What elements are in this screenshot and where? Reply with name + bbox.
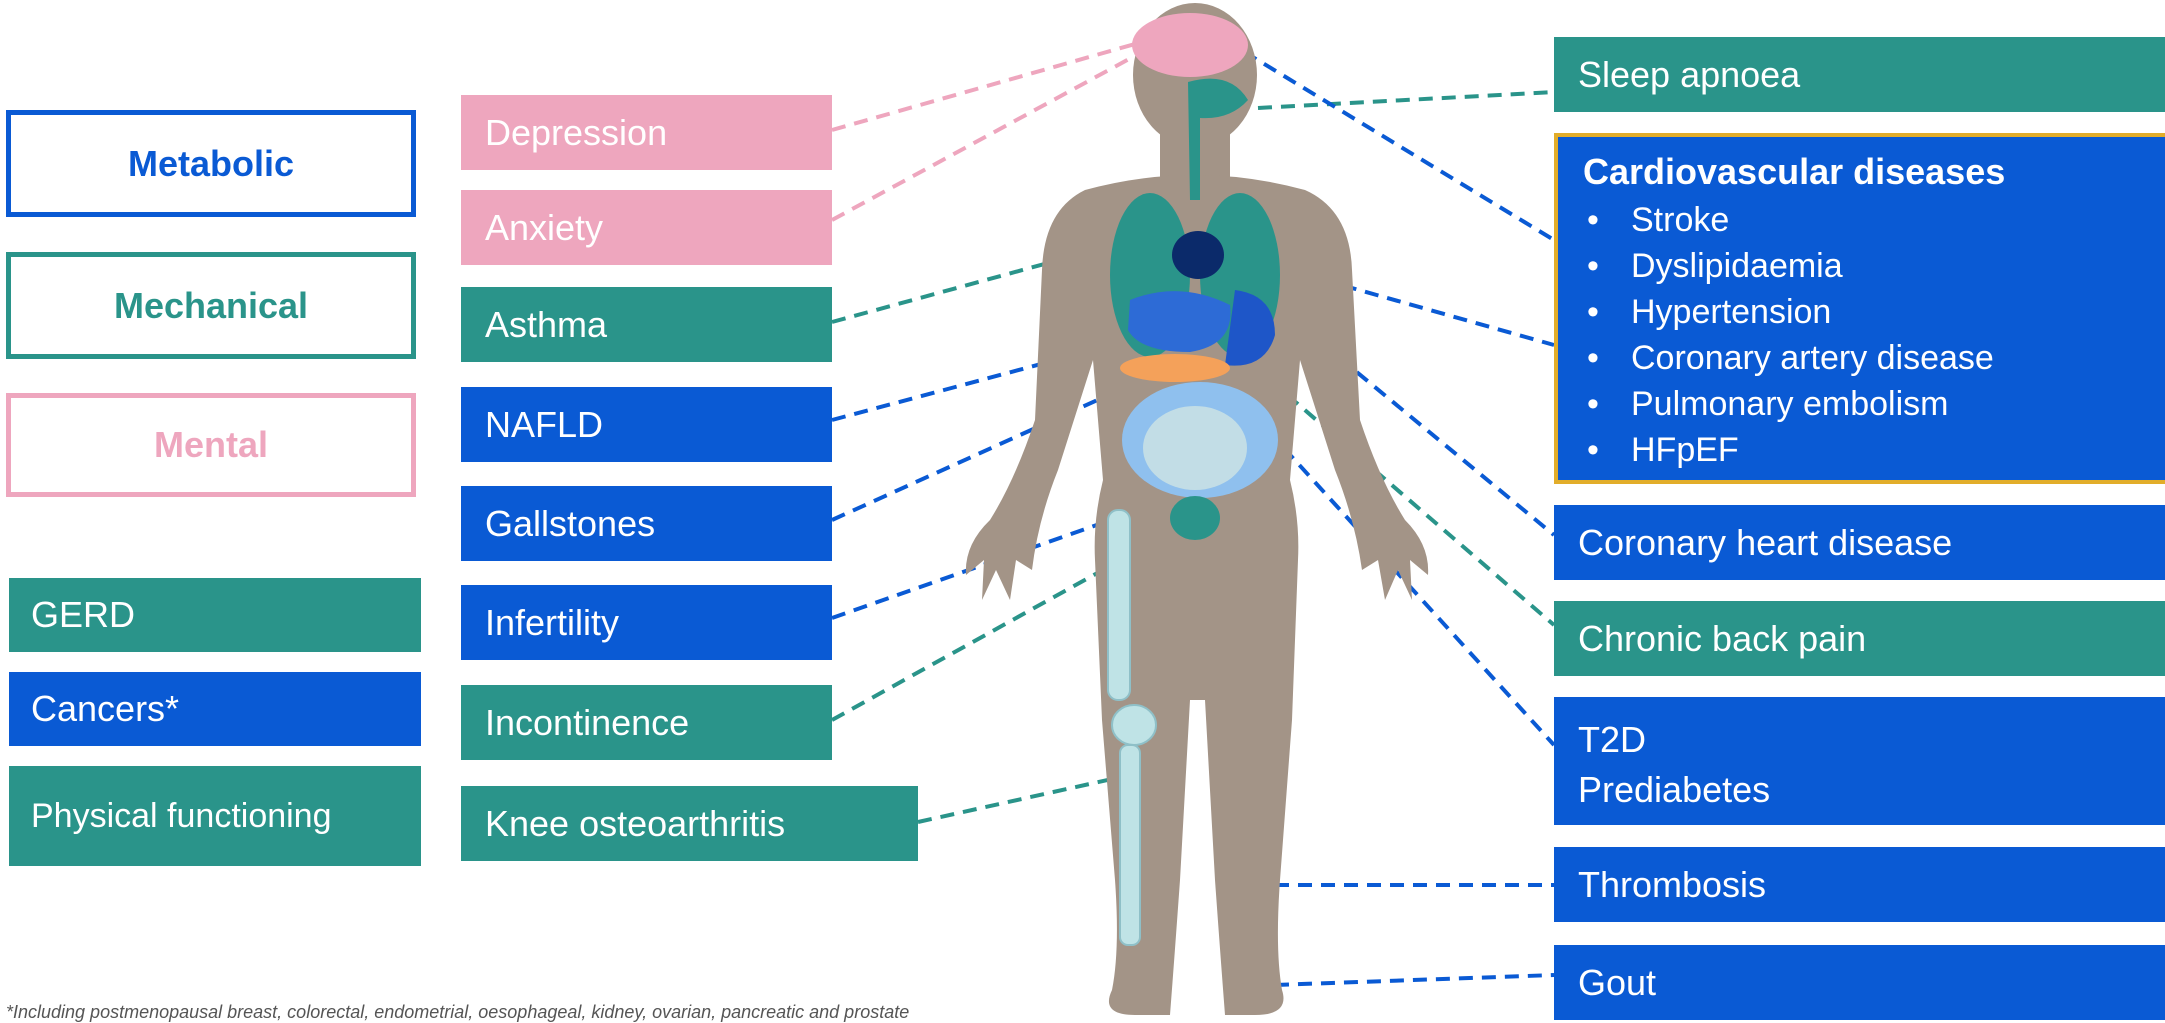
coronary-heart-disease-box: Coronary heart disease xyxy=(1554,505,2165,580)
gout-label: Gout xyxy=(1578,962,1656,1004)
cancers-label: Cancers* xyxy=(31,688,179,730)
knee-osteoarthritis-label: Knee osteoarthritis xyxy=(485,803,785,845)
incontinence-box: Incontinence xyxy=(461,685,832,760)
asthma-box: Asthma xyxy=(461,287,832,362)
gallstones-box: Gallstones xyxy=(461,486,832,561)
chronic-back-pain-box: Chronic back pain xyxy=(1554,601,2165,676)
gerd-label: GERD xyxy=(31,594,135,636)
heart xyxy=(1172,231,1224,279)
depression-label: Depression xyxy=(485,112,667,154)
infertility-box: Infertility xyxy=(461,585,832,660)
prediabetes-label: Prediabetes xyxy=(1578,765,2165,815)
nafld-label: NAFLD xyxy=(485,404,603,446)
gout-box: Gout xyxy=(1554,945,2165,1020)
legend-metabolic-label: Metabolic xyxy=(128,143,294,185)
legend-mental: Mental xyxy=(6,393,416,497)
thrombosis-box: Thrombosis xyxy=(1554,847,2165,922)
infertility-label: Infertility xyxy=(485,602,619,644)
gallstones-label: Gallstones xyxy=(485,503,655,545)
legend-mechanical-label: Mechanical xyxy=(114,285,308,327)
sleep-apnoea-box: Sleep apnoea xyxy=(1554,37,2165,112)
t2d-label: T2D xyxy=(1578,715,2165,765)
sleep-apnoea-label: Sleep apnoea xyxy=(1578,54,1800,96)
cvd-item-pulmonary-embolism: Pulmonary embolism xyxy=(1583,381,2165,427)
coronary-heart-disease-label: Coronary heart disease xyxy=(1578,522,1952,564)
cvd-item-coronary-artery-disease: Coronary artery disease xyxy=(1583,335,2165,381)
cardiovascular-diseases-list: Stroke Dyslipidaemia Hypertension Corona… xyxy=(1583,197,2165,473)
cardiovascular-diseases-box: Cardiovascular diseases Stroke Dyslipida… xyxy=(1554,133,2165,484)
legend-metabolic: Metabolic xyxy=(6,110,416,217)
cancers-box: Cancers* xyxy=(9,672,421,746)
gerd-box: GERD xyxy=(9,578,421,652)
liver xyxy=(1128,291,1231,352)
anxiety-box: Anxiety xyxy=(461,190,832,265)
cvd-item-stroke: Stroke xyxy=(1583,197,2165,243)
chronic-back-pain-label: Chronic back pain xyxy=(1578,618,1866,660)
physical-functioning-label: Physical functioning xyxy=(31,797,332,836)
depression-box: Depression xyxy=(461,95,832,170)
cvd-item-hypertension: Hypertension xyxy=(1583,289,2165,335)
asthma-label: Asthma xyxy=(485,304,607,346)
cvd-item-dyslipidaemia: Dyslipidaemia xyxy=(1583,243,2165,289)
physical-functioning-box: Physical functioning xyxy=(9,766,421,866)
cvd-item-hfpef: HFpEF xyxy=(1583,427,2165,473)
cardiovascular-diseases-title: Cardiovascular diseases xyxy=(1583,151,2165,193)
legend-mental-label: Mental xyxy=(154,424,268,466)
nafld-box: NAFLD xyxy=(461,387,832,462)
bladder xyxy=(1170,496,1220,540)
brain xyxy=(1132,13,1248,77)
legend-mechanical: Mechanical xyxy=(6,252,416,359)
incontinence-label: Incontinence xyxy=(485,702,689,744)
knee-osteoarthritis-box: Knee osteoarthritis xyxy=(461,786,918,861)
anxiety-label: Anxiety xyxy=(485,207,603,249)
thrombosis-label: Thrombosis xyxy=(1578,864,1766,906)
small-intestine xyxy=(1143,406,1247,490)
t2d-prediabetes-box: T2D Prediabetes xyxy=(1554,697,2165,825)
pancreas xyxy=(1120,354,1230,382)
